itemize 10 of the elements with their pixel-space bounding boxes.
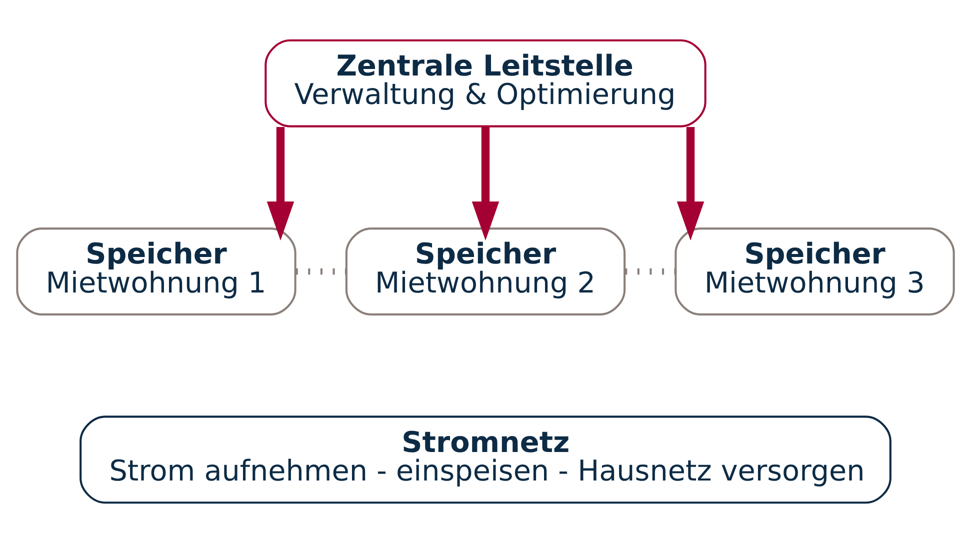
node-box: Zentrale Leitstelle Verwaltung & Optimierung — [264, 39, 706, 128]
arrow — [266, 127, 294, 240]
node-box: Speicher Mietwohnung 3 — [674, 228, 954, 316]
arrow — [676, 127, 704, 240]
arrow — [471, 127, 499, 240]
node-box: Speicher Mietwohnung 2 — [344, 228, 626, 316]
node-box: Speicher Mietwohnung 1 — [16, 228, 296, 316]
node-box: Stromnetz Strom aufnehmen - einspeisen - Hausnetz versorgen — [79, 416, 891, 504]
connector — [295, 268, 346, 275]
connector — [624, 268, 675, 275]
